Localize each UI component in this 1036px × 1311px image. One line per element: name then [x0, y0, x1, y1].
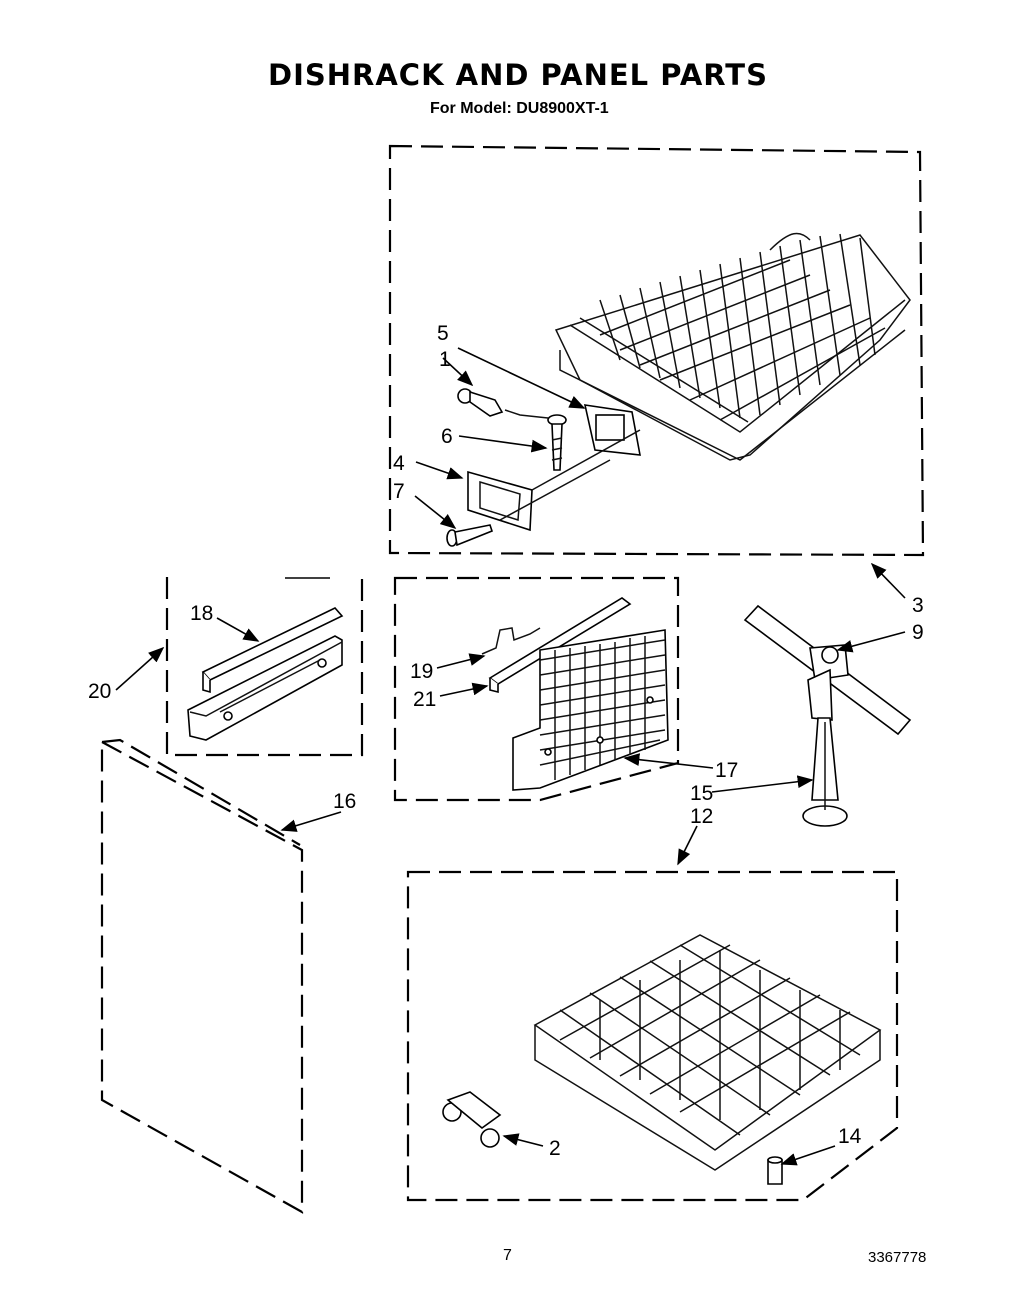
upper-dishrack [554, 232, 911, 461]
part-2-wheel-set [442, 1091, 502, 1148]
page-number: 7 [503, 1247, 512, 1264]
part-18-strip [201, 607, 344, 694]
callout-2: 2 [549, 1137, 561, 1160]
lower-dishrack [533, 934, 882, 1171]
callout-7: 7 [393, 480, 405, 503]
part-17-group-box [393, 576, 680, 802]
part-14-peg [767, 1156, 783, 1185]
callout-4: 4 [393, 452, 405, 475]
callout-16: 16 [333, 790, 356, 813]
upper-rack-group-box [388, 144, 925, 557]
callout-6: 6 [441, 425, 453, 448]
callout-labels: 5 1 6 4 7 3 9 18 20 19 21 17 15 12 16 2 … [88, 322, 924, 1160]
part-7-screw [446, 524, 493, 547]
callout-9: 9 [912, 621, 924, 644]
page-title: DISHRACK AND PANEL PARTS [268, 58, 768, 92]
lower-rack-group-box [406, 870, 899, 1202]
callout-5: 5 [437, 322, 449, 345]
callout-12: 12 [690, 805, 713, 828]
document-number: 3367778 [868, 1249, 927, 1266]
part-20-group-box [165, 577, 364, 757]
part-19-clip [481, 627, 541, 655]
part-1-wheel-bracket [457, 388, 504, 417]
model-subtitle: For Model: DU8900XT-1 [430, 100, 609, 117]
part-17-filter-grid [512, 629, 669, 791]
part-9-spray-arm [743, 604, 912, 736]
part-15-spray-tower [802, 717, 848, 827]
callout-17: 17 [715, 759, 738, 782]
part-21-strip [488, 597, 632, 694]
part-6-stud [504, 409, 567, 471]
callout-3: 3 [912, 594, 924, 617]
callout-1: 1 [439, 348, 451, 371]
callout-21: 21 [413, 688, 436, 711]
callout-15: 15 [690, 782, 713, 805]
callout-20: 20 [88, 680, 111, 703]
callout-18: 18 [190, 602, 213, 625]
part-20-channel [187, 635, 343, 741]
leader-lines [115, 347, 906, 1166]
part-4-cover [467, 429, 641, 532]
callout-19: 19 [410, 660, 433, 683]
part-5-bracket [583, 404, 641, 456]
part-16-door-panel [100, 738, 304, 1214]
callout-14: 14 [838, 1125, 862, 1148]
